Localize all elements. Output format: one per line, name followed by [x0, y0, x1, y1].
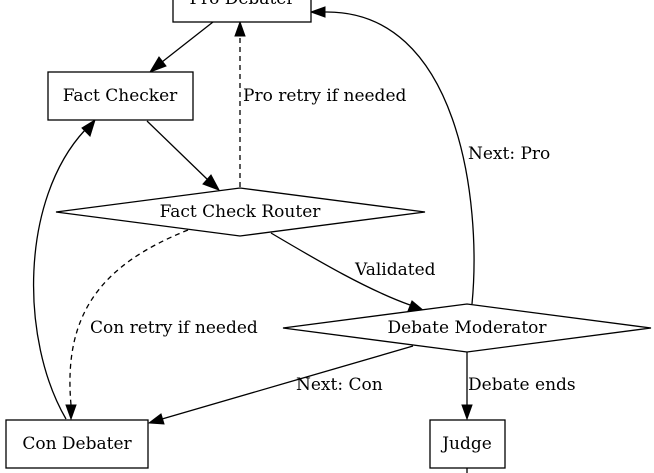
node-pro-debater: Pro Debater [172, 0, 312, 23]
node-con-debater: Con Debater [5, 419, 149, 469]
edge-pro-to-fact-checker [148, 21, 214, 73]
node-fact-checker: Fact Checker [47, 71, 194, 121]
edge-label-next-con: Next: Con [296, 375, 383, 395]
edge-fact-checker-to-router [146, 120, 221, 191]
edge-router-to-pro [234, 20, 246, 187]
node-judge: Judge [429, 419, 506, 469]
node-label-fact-check-router: Fact Check Router [160, 202, 322, 222]
edge-label-next-pro: Next: Pro [468, 144, 550, 164]
edge-label-con-retry: Con retry if needed [90, 318, 258, 338]
edge-moderator-to-pro [309, 6, 475, 305]
node-label-pro-debater: Pro Debater [190, 0, 296, 9]
edge-router-to-moderator [270, 232, 426, 312]
node-fact-check-router: Fact Check Router [55, 187, 426, 237]
edge-con-to-fact-checker [32, 118, 96, 420]
node-label-judge: Judge [440, 434, 492, 454]
edge-router-to-con [65, 229, 189, 421]
edge-moderator-to-con [147, 345, 414, 425]
node-label-con-debater: Con Debater [22, 434, 132, 454]
edge-moderator-to-judge [461, 352, 473, 421]
edge-label-debate-ends: Debate ends [468, 375, 576, 395]
node-label-fact-checker: Fact Checker [63, 86, 178, 106]
edge-label-validated: Validated [354, 260, 436, 280]
node-label-debate-moderator: Debate Moderator [387, 318, 547, 338]
edge-label-pro-retry: Pro retry if needed [243, 86, 407, 106]
node-debate-moderator: Debate Moderator [282, 303, 652, 353]
